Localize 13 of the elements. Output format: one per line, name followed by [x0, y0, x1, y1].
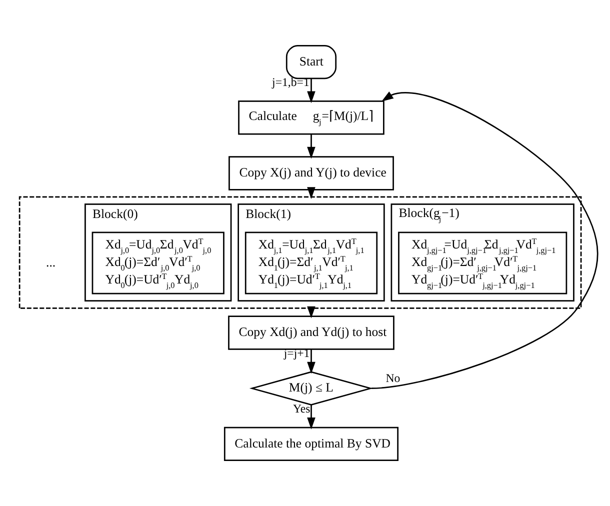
- arrow: [307, 404, 316, 430]
- arrow: [371, 92, 598, 390]
- arrow: [307, 187, 316, 200]
- cluster: [18, 196, 582, 309]
- arrow: [307, 134, 316, 159]
- node-box: Calculate g$_{j}$=⌈M(j)/L⌉: [238, 100, 384, 135]
- edge-label: No: [386, 371, 400, 386]
- label: ...: [46, 255, 56, 270]
- arrow: [307, 78, 316, 104]
- node-box: Copy Xd(j) and Yd(j) to host: [228, 316, 394, 350]
- node-box: Calculate the optimal By SVD: [224, 426, 398, 462]
- arrow: [307, 349, 316, 374]
- node-diamond: M(j) ≤ L: [249, 371, 374, 406]
